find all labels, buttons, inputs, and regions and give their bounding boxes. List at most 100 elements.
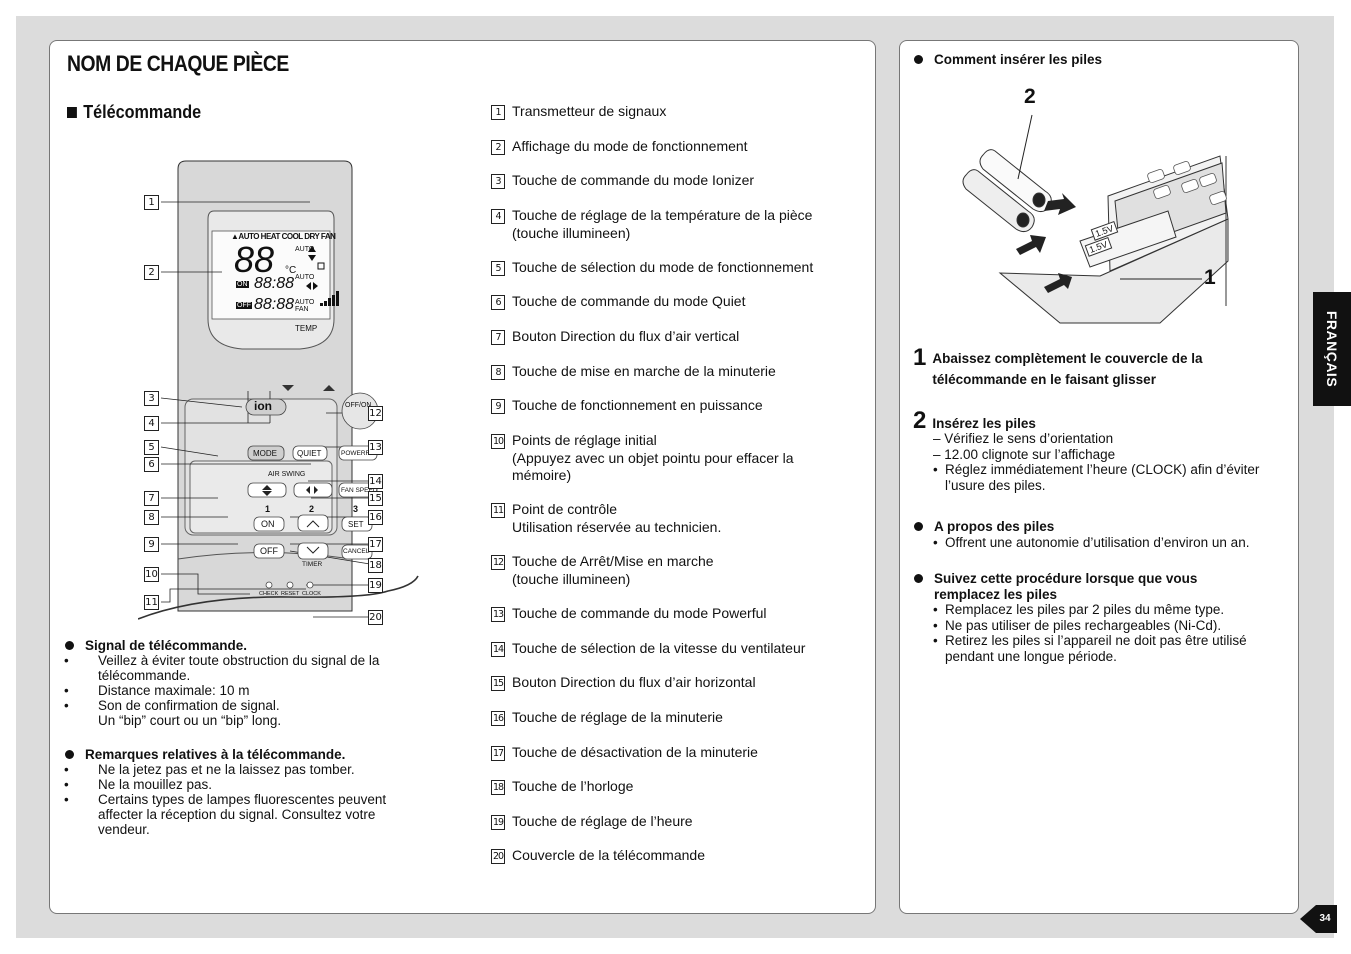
section-title: Télécommande	[67, 102, 201, 123]
callout-5: 5	[144, 440, 159, 455]
timer-step-1: 1	[265, 504, 271, 514]
callout-7: 7	[144, 491, 159, 506]
section-title-text: Télécommande	[83, 102, 202, 122]
lcd-on-indicator: ON	[236, 281, 249, 288]
lcd-auto-bottom: AUTO	[295, 299, 315, 306]
bullet-icon	[65, 641, 74, 650]
list-item: •Veillez à éviter toute obstruction du s…	[64, 653, 380, 683]
step-2: 2 Insérez les piles – Vérifiez le sens d…	[913, 407, 1283, 493]
language-tab: FRANÇAIS	[1313, 292, 1351, 406]
bullet-icon	[914, 522, 923, 532]
replace-batteries: Suivez cette procédure lorsque que vous …	[913, 571, 1288, 664]
bullet-icon	[65, 750, 74, 759]
callout-17: 17	[368, 537, 383, 552]
air-swing-label: AIR SWING	[268, 471, 306, 478]
step-1-number: 1	[913, 344, 927, 371]
about-batteries: A propos des piles •Offrent une autonomi…	[913, 519, 1283, 550]
remarks-note-heading: Remarques relatives à la télécommande.	[64, 747, 424, 762]
callout-11: 11	[144, 595, 159, 610]
list-item: – 12.00 clignote sur l’affichage	[933, 446, 1116, 462]
timer-step-3: 3	[353, 504, 359, 514]
figure-label-2: 2	[1024, 85, 1036, 108]
list-item: •Certains types de lampes fluorescentes …	[64, 792, 387, 837]
language-tab-label: FRANÇAIS	[1324, 310, 1340, 388]
battery-illustration: 2 1 1.5V 1.5V	[960, 85, 1250, 326]
callout-4: 4	[144, 416, 159, 431]
lcd-off-indicator: OFF	[236, 302, 252, 309]
check-point[interactable]: CHECK	[259, 591, 279, 597]
insert-batteries-heading: Comment insérer les piles	[913, 52, 1102, 68]
signal-note: Signal de télécommande. •Veillez à évite…	[64, 638, 424, 728]
callout-20: 20	[368, 610, 383, 625]
replace-heading: Suivez cette procédure lorsque que vous …	[913, 571, 1288, 602]
callout-19: 19	[368, 578, 383, 593]
callout-8: 8	[144, 510, 159, 525]
timer-on-button[interactable]: ON	[261, 519, 275, 529]
list-item: •Son de confirmation de signal. Un “bip”…	[64, 698, 282, 728]
list-item: •Ne pas utiliser de piles rechargeables …	[933, 617, 1222, 633]
lcd-auto-top: AUTO	[295, 246, 315, 253]
battery-panel: Comment insérer les piles	[899, 40, 1299, 914]
off-on-button[interactable]: OFF/ON	[345, 402, 372, 409]
callout-10: 10	[144, 567, 159, 582]
remote-remarks-note: Remarques relatives à la télécommande. •…	[64, 747, 424, 837]
remote-body	[138, 160, 419, 620]
step-1-text: Abaissez complètement le couvercle de la…	[932, 351, 1203, 387]
ion-button[interactable]: ion	[254, 399, 272, 413]
callout-13: 13	[368, 440, 383, 455]
lcd-off-time: 88:88	[254, 296, 295, 313]
list-item: •Remplacez les piles par 2 piles du même…	[933, 602, 1225, 617]
lcd-temperature: 88	[234, 239, 275, 280]
callout-2: 2	[144, 265, 159, 280]
callout-6: 6	[144, 457, 159, 472]
about-heading: A propos des piles	[913, 519, 1283, 535]
timer-label: TIMER	[302, 561, 323, 568]
timer-step-2: 2	[309, 504, 315, 514]
signal-note-heading: Signal de télécommande.	[64, 638, 424, 653]
page-title: NOM DE CHAQUE PIÈCE	[67, 51, 289, 76]
callout-18: 18	[368, 558, 383, 573]
remote-illustration: ▲AUTO HEAT COOL DRY FAN 88 °C AUTO AUTO …	[138, 141, 458, 641]
lcd-unit: °C	[285, 265, 297, 276]
list-item: •Distance maximale: 10 m	[64, 683, 250, 698]
reset-point[interactable]: RESET	[281, 591, 300, 597]
step-2-number: 2	[913, 407, 927, 434]
list-item: •Ne la mouillez pas.	[64, 777, 213, 792]
quiet-button[interactable]: QUIET	[297, 449, 322, 458]
fan-speed-button[interactable]: FAN SPEED	[341, 487, 378, 494]
bullet-icon	[914, 55, 923, 65]
mode-button[interactable]: MODE	[253, 449, 277, 458]
battery-drawing	[962, 114, 1229, 324]
powerful-button[interactable]: POWERFUL	[341, 450, 378, 457]
set-button[interactable]: SET	[348, 520, 364, 529]
figure-label-1: 1	[1204, 266, 1216, 289]
lcd-auto-mid: AUTO	[295, 274, 315, 281]
clock-button[interactable]: CLOCK	[302, 591, 321, 597]
callout-15: 15	[368, 491, 383, 506]
cancel-button[interactable]: CANCEL	[343, 548, 370, 555]
lcd-mode-labels: ▲AUTO HEAT COOL DRY FAN	[231, 232, 336, 241]
lcd-fan: FAN	[295, 306, 309, 313]
timer-off-button[interactable]: OFF	[260, 546, 278, 556]
lcd-on-time: 88:88	[254, 275, 295, 292]
step-2-title: Insérez les piles	[932, 416, 1036, 431]
callout-16: 16	[368, 510, 383, 525]
callout-14: 14	[368, 474, 383, 489]
